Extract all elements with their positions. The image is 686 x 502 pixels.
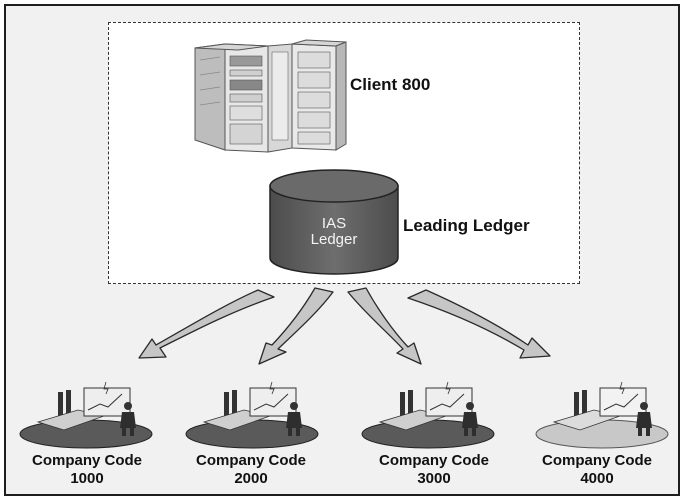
company-station-icon bbox=[361, 381, 495, 449]
database-icon bbox=[269, 169, 399, 275]
ledger-name-line-2: Ledger bbox=[310, 231, 358, 248]
ledger-name-line-1: IAS bbox=[321, 215, 347, 232]
company-code-3000-label: Company Code 3000 bbox=[359, 452, 509, 488]
arrow-to-company-3000 bbox=[347, 287, 422, 365]
company-code-1000-label: Company Code 1000 bbox=[12, 452, 162, 488]
distribution-arrows bbox=[138, 287, 551, 365]
company-code-title: Company Code bbox=[31, 452, 142, 469]
company-code-number: 1000 bbox=[70, 470, 104, 487]
arrow-to-company-1000 bbox=[138, 289, 275, 359]
leading-ledger-label: Leading Ledger bbox=[403, 216, 530, 235]
company-code-number: 3000 bbox=[417, 470, 451, 487]
company-code-4000-label: Company Code 4000 bbox=[522, 452, 672, 488]
client-label: Client 800 bbox=[350, 75, 431, 94]
company-station-icon bbox=[185, 381, 319, 449]
company-code-title: Company Code bbox=[195, 452, 306, 469]
company-code-number: 2000 bbox=[234, 470, 268, 487]
ledger-name: IAS Ledger bbox=[270, 216, 398, 248]
company-code-2000-label: Company Code 2000 bbox=[176, 452, 326, 488]
server-icon bbox=[194, 39, 347, 153]
company-code-title: Company Code bbox=[541, 452, 652, 469]
company-code-number: 4000 bbox=[580, 470, 614, 487]
company-code-title: Company Code bbox=[378, 452, 489, 469]
arrow-to-company-2000 bbox=[258, 287, 334, 365]
company-station-icon bbox=[19, 381, 153, 449]
company-station-icon bbox=[535, 381, 669, 449]
arrow-to-company-4000 bbox=[407, 289, 551, 359]
